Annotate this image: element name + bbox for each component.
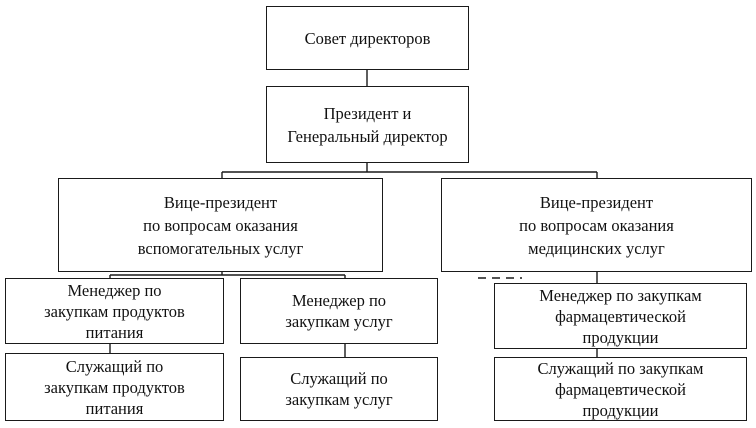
box-vp-support-services: Вице-президент по вопросам оказания вспо… bbox=[58, 178, 383, 272]
box-text-line: Совет директоров bbox=[304, 28, 431, 48]
box-text-line: Президент и bbox=[323, 103, 412, 123]
box-clerk-food-purchasing: Служащий по закупкам продуктов питания bbox=[5, 353, 224, 421]
box-text-line: питания bbox=[85, 322, 144, 342]
box-text-line: по вопросам оказания bbox=[143, 215, 298, 235]
box-text-line: Вице-президент bbox=[163, 192, 278, 212]
box-clerk-pharma-purchasing: Служащий по закупкам фармацевтической пр… bbox=[494, 357, 747, 421]
box-text-line: Служащий по bbox=[290, 369, 388, 388]
box-text-line: медицинских услуг bbox=[528, 238, 665, 258]
box-text-line: закупкам услуг bbox=[285, 390, 393, 409]
box-text-line: продукции bbox=[582, 400, 659, 420]
box-text-line: фармацевтической bbox=[555, 379, 686, 399]
box-text-line: по вопросам оказания bbox=[519, 215, 674, 235]
box-text-line: Служащий по закупкам bbox=[537, 358, 704, 378]
box-president-ceo: Президент и Генеральный директор bbox=[266, 86, 469, 163]
box-text-line: Генеральный директор bbox=[287, 126, 448, 146]
box-board-of-directors: Совет директоров bbox=[266, 6, 469, 70]
box-text-line: фармацевтической bbox=[555, 306, 686, 326]
box-text-line: Менеджер по bbox=[67, 280, 162, 300]
box-text-line: закупкам продуктов bbox=[44, 377, 185, 397]
box-text-line: Служащий по bbox=[65, 356, 164, 376]
box-vp-medical-services: Вице-президент по вопросам оказания меди… bbox=[441, 178, 752, 272]
box-manager-food-purchasing: Менеджер по закупкам продуктов питания bbox=[5, 278, 224, 344]
box-text-line: закупкам продуктов bbox=[44, 301, 185, 321]
box-manager-pharma-purchasing: Менеджер по закупкам фармацевтической пр… bbox=[494, 283, 747, 349]
box-text-line: вспомогательных услуг bbox=[137, 238, 304, 258]
box-clerk-services-purchasing: Служащий по закупкам услуг bbox=[240, 357, 438, 421]
box-text-line: Менеджер по закупкам bbox=[539, 285, 702, 305]
box-text-line: питания bbox=[85, 398, 144, 418]
box-text-line: закупкам услуг bbox=[285, 312, 393, 331]
box-text-line: Вице-президент bbox=[539, 192, 654, 212]
box-manager-services-purchasing: Менеджер по закупкам услуг bbox=[240, 278, 438, 344]
box-text-line: Менеджер по bbox=[291, 291, 387, 310]
box-text-line: продукции bbox=[582, 327, 659, 347]
